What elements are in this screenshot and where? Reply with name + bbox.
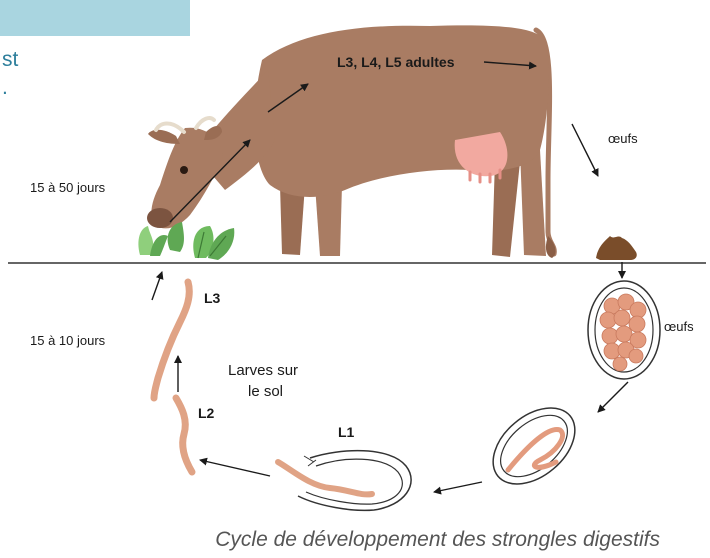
arrow-embryo-to-l1	[434, 482, 482, 492]
label-l1: L1	[338, 424, 354, 440]
embryonated-egg-illustration	[479, 393, 590, 499]
arrow-egg-to-embryo	[598, 382, 628, 412]
label-eggs-top: œufs	[608, 131, 638, 146]
hatched-egg-l1-illustration	[278, 451, 411, 511]
label-days-10: 15 à 10 jours	[30, 333, 105, 348]
arrow-l3-to-grass	[152, 272, 162, 300]
grass-illustration	[138, 222, 234, 260]
label-larvae-line2: le sol	[248, 383, 283, 400]
label-adults: L3, L4, L5 adultes	[337, 54, 454, 70]
label-l3: L3	[204, 290, 220, 306]
egg-illustration	[588, 281, 660, 379]
figure-caption: Cycle de développement des strongles dig…	[0, 528, 710, 552]
label-larvae-line1: Larves sur	[228, 362, 298, 379]
label-l2: L2	[198, 405, 214, 421]
l3-larva	[154, 282, 189, 398]
l2-larva	[176, 398, 192, 472]
label-days-50: 15 à 50 jours	[30, 180, 105, 195]
label-eggs-side: œufs	[664, 319, 694, 334]
arrow-l1-to-l2	[200, 460, 270, 476]
arrow-eggs-shed	[572, 124, 598, 176]
dung-pile	[596, 236, 637, 260]
